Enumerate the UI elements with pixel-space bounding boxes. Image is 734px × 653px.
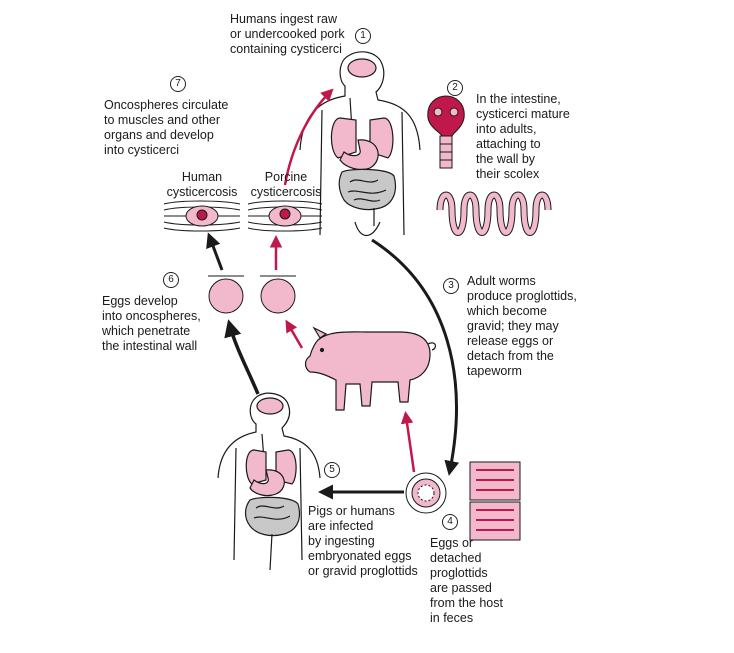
step-3-number: 3 [443,278,459,294]
step-4-number: 4 [442,514,458,530]
stomach-icon [339,139,379,171]
lungs-icon [330,117,394,159]
proglottids-icon [469,461,521,541]
adult-worm-icon [436,191,552,236]
brain-icon [347,58,377,78]
step-1-number: 1 [355,28,371,44]
step-7-text: Oncospheres circulate to muscles and oth… [104,98,229,157]
scolex-icon [427,95,465,169]
step-5-text: Pigs or humans are infected by ingesting… [308,504,418,578]
arrow-oncosphere-to-human-cyst [206,232,224,271]
arrow-5-to-6 [224,319,260,395]
arrow-4-to-pig [400,411,416,473]
step-1-text: Humans ingest raw or undercooked pork co… [230,12,345,56]
step-3-text: Adult worms produce proglottids, which b… [467,274,577,378]
human-figure-bottom [217,392,321,571]
egg-icon [405,472,447,514]
step-6-number: 6 [163,272,179,288]
porcine-cysticercosis-tissue [247,200,323,232]
human-figure-top [299,51,421,237]
brain-icon-bottom [256,397,284,415]
step-7-number: 7 [170,76,186,92]
step-5-number: 5 [324,462,340,478]
arrow-7-to-1 [283,88,334,186]
step-6-text: Eggs develop into oncospheres, which pen… [102,294,201,353]
step-4-text: Eggs or detached proglottids are passed … [430,536,503,625]
human-cysticercosis-label: Human cysticercosis [166,170,238,199]
oncosphere-pig-icon [260,278,296,314]
intestine-icon [338,168,397,211]
human-cysticercosis-tissue [163,200,241,232]
porcine-cysticercosis-label: Porcine cysticercosis [250,170,322,199]
arrow-pig-to-oncosphere [285,319,304,349]
oncosphere-human-icon [208,278,244,314]
arrow-1-to-4 [371,238,460,476]
step-2-number: 2 [447,80,463,96]
pig-icon [304,326,437,411]
step-2-text: In the intestine, cysticerci mature into… [476,92,570,181]
